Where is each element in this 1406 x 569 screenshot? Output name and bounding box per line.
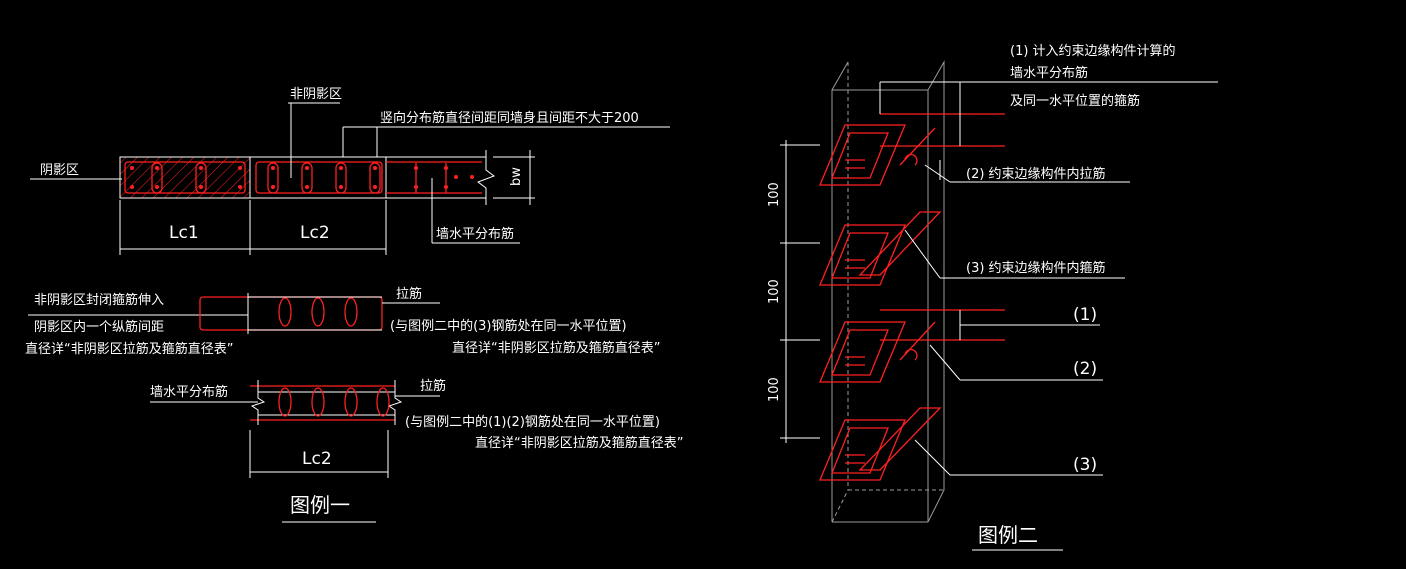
legend-one: 非阴影区 阴影区 竖向分布筋直径间距同墙身且间距不大于200 bw Lc1 Lc… <box>25 87 683 523</box>
vertical-bar-note: 竖向分布筋直径间距同墙身且间距不大于200 <box>380 110 639 126</box>
note-1c: 及同一水平位置的箍筋 <box>1010 93 1140 109</box>
closed-stirrup-note-3: 直径详“非阴影区拉筋及箍筋直径表” <box>25 341 233 357</box>
tag-2: (2) <box>1073 359 1097 379</box>
wall-horizontal-bar-label-2: 墙水平分布筋 <box>150 384 228 400</box>
column-frame <box>831 60 945 523</box>
wall-horizontal-bar-label: 墙水平分布筋 <box>436 226 514 242</box>
closed-stirrup-note-1: 非阴影区封闭箍筋伸入 <box>34 292 164 308</box>
tie-note-1a: (与图例二中的(3)钢筋处在同一水平位置) <box>390 318 627 334</box>
non-shadow-zone-outline <box>249 156 387 199</box>
note-1b: 墙水平分布筋 <box>1010 65 1088 81</box>
legend-two-caption: 图例二 <box>978 523 1038 547</box>
rebar-level-4 <box>819 407 942 481</box>
tie-bar-label-1: 拉筋 <box>396 286 422 302</box>
lc2-bottom-label: Lc2 <box>302 449 332 469</box>
shadow-zone-hatch <box>120 157 250 198</box>
rebar-level-2 <box>819 211 942 286</box>
rebar-level-3 <box>819 321 936 383</box>
tag-1: (1) <box>1073 305 1097 325</box>
dimension-1: 100 <box>767 182 782 207</box>
tie-bar-detail <box>150 380 440 523</box>
dimension-3: 100 <box>767 377 782 402</box>
bw-label: bw <box>509 167 524 186</box>
tag-3: (3) <box>1073 455 1097 475</box>
note-2: (2) 约束边缘构件内拉筋 <box>966 166 1106 182</box>
tie-note-2a: (与图例二中的(1)(2)钢筋处在同一水平位置) <box>405 414 660 430</box>
tie-bar-label-2: 拉筋 <box>420 378 446 394</box>
closed-stirrup-detail <box>28 293 440 334</box>
note-3: (3) 约束边缘构件内箍筋 <box>966 260 1106 276</box>
tie-note-1b: 直径详“非阴影区拉筋及箍筋直径表” <box>452 340 660 356</box>
dimension-2: 100 <box>767 279 782 304</box>
tie-note-2b: 直径详“非阴影区拉筋及箍筋直径表” <box>475 435 683 451</box>
lc2-label: Lc2 <box>300 223 330 243</box>
legend-two: (1) 计入约束边缘构件计算的 墙水平分布筋 及同一水平位置的箍筋 (2) 约束… <box>767 43 1218 551</box>
lc1-label: Lc1 <box>169 223 199 243</box>
shadow-zone-label: 阴影区 <box>40 163 79 178</box>
closed-stirrup-note-2: 阴影区内一个纵筋间距 <box>34 319 164 335</box>
note-1a: (1) 计入约束边缘构件计算的 <box>1010 43 1176 59</box>
break-line <box>476 150 496 205</box>
non-shadow-zone-label: 非阴影区 <box>290 87 342 102</box>
rebar-level-1 <box>819 124 941 186</box>
wall-plan-section <box>30 102 670 255</box>
legend-one-caption: 图例一 <box>290 493 350 517</box>
